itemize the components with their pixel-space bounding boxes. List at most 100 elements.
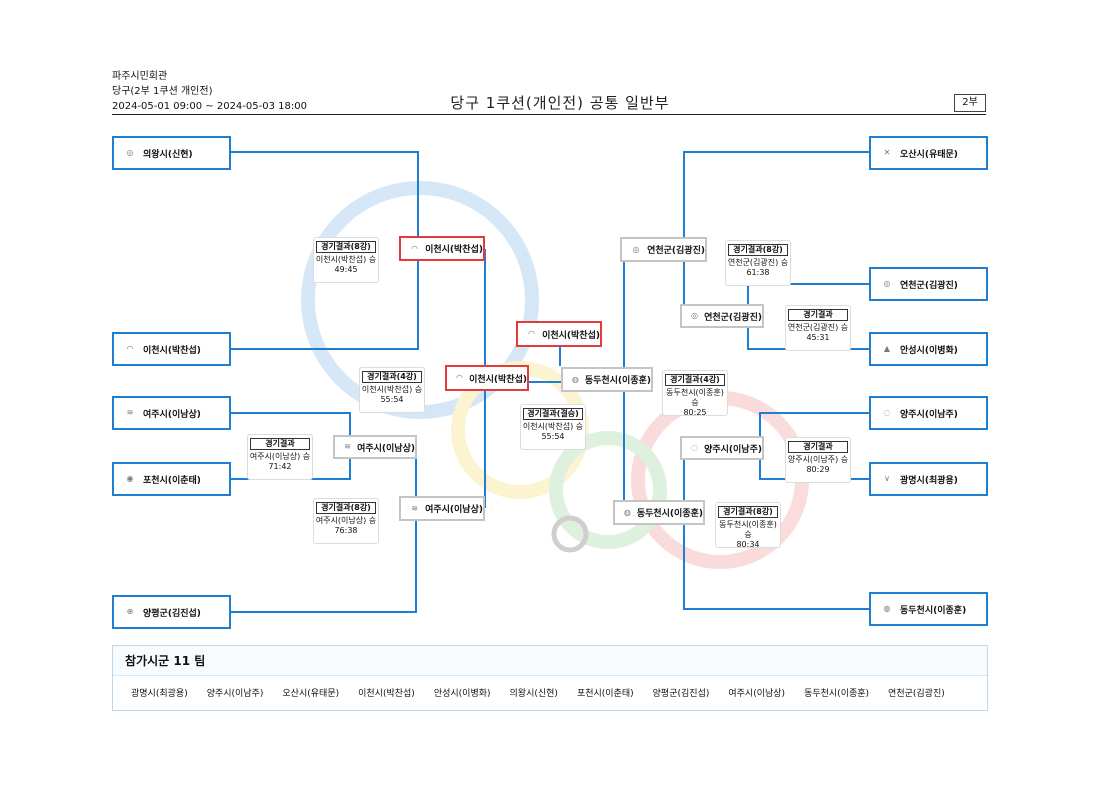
- participant-item: 연천군(김광진): [888, 689, 945, 699]
- result-score: 61:38: [746, 268, 770, 277]
- participant-item: 양평군(김진섭): [652, 689, 710, 699]
- team-box-uiwang[interactable]: ◎의왕시(신현): [112, 136, 231, 170]
- city-emblem-icon: ◎: [691, 311, 699, 320]
- watermark-ring: [551, 515, 589, 553]
- team-box-icheon[interactable]: ◠ 이천시(박찬섭): [112, 332, 231, 366]
- city-emblem-icon: ◠: [456, 373, 464, 382]
- city-emblem-icon: ≋: [344, 442, 351, 451]
- city-emblem-icon: ≋: [126, 408, 134, 417]
- city-emblem-icon: ⊕: [126, 607, 134, 616]
- result-label: 경기결과(8강): [316, 241, 376, 253]
- venue-name: 파주시민회관: [112, 71, 168, 82]
- result-winner: 양주시(이남주) 승: [787, 455, 849, 464]
- participant-item: 이천시(박찬섭): [358, 689, 415, 699]
- team-box-yeoncheon[interactable]: ◎ 연천군(김광진): [869, 267, 988, 301]
- team-name: 여주시(이남상): [425, 505, 483, 515]
- page-title: 당구 1쿠션(개인전) 공통 일반부: [450, 94, 670, 112]
- r8-box-yeoju[interactable]: ≋여주시(이남상): [399, 496, 485, 521]
- team-name: 동두천시(이종훈): [900, 605, 967, 616]
- r16-box-yeoncheon[interactable]: ◎연천군(김광진): [680, 304, 764, 328]
- result-winner: 이천시(박찬섭) 승: [361, 385, 423, 394]
- result-score: 80:25: [683, 408, 707, 417]
- participant-item: 포천시(이춘태): [576, 689, 634, 699]
- result-label: 경기결과: [788, 441, 848, 453]
- team-name: 동두천시(이종훈): [636, 509, 703, 519]
- result-score: 49:45: [334, 265, 358, 274]
- result-score: 71:42: [268, 462, 292, 471]
- result-label: 경기결과(4강): [362, 371, 422, 383]
- participant-item: 안성시(이병화): [433, 689, 491, 699]
- semi-box-icheon[interactable]: ◠ 이천시(박찬섭): [445, 365, 529, 391]
- result-winner: 연천군(김광진) 승: [787, 323, 849, 332]
- result-winner: 이천시(박찬섭) 승: [315, 255, 377, 264]
- header-divider: [112, 114, 986, 115]
- team-box-dongducheon[interactable]: ◍ 동두천시(이종훈): [869, 592, 988, 626]
- city-emblem-icon: ◍: [571, 374, 579, 384]
- semi-box-dongducheon[interactable]: ◍ 동두천시(이종훈): [561, 367, 653, 392]
- city-emblem-icon: ◠: [411, 243, 419, 253]
- result-winner: 연천군(김광진) 승: [727, 258, 789, 267]
- result-winner: 동두천시(이종훈) 승: [719, 520, 777, 539]
- team-name: 양주시(이남주): [900, 409, 958, 420]
- team-name: 이천시(박찬섭): [469, 374, 527, 385]
- result-score: 55:54: [380, 395, 404, 404]
- result-label: 경기결과(4강): [665, 374, 725, 386]
- city-emblem-icon: ▲: [883, 344, 891, 353]
- participant-item: 여주시(이남상): [728, 689, 786, 699]
- result-label: 경기결과: [788, 309, 848, 321]
- event-period: 2024-05-01 09:00 ~ 2024-05-03 18:00: [112, 101, 307, 112]
- team-box-osan[interactable]: ✕오산시(유태문): [869, 136, 988, 170]
- r16-box-yeoju[interactable]: ≋ 여주시(이남상): [333, 435, 417, 459]
- city-emblem-icon: ◍: [883, 604, 891, 613]
- r8-box-icheon[interactable]: ◠이천시(박찬섭): [399, 236, 485, 261]
- result-score: 76:38: [334, 526, 358, 535]
- team-box-yangju[interactable]: ◌ 양주시(이남주): [869, 396, 988, 430]
- result-winner: 여주시(이남상) 승: [249, 452, 311, 461]
- team-name: 연천군(김광진): [900, 280, 958, 291]
- result-score: 80:29: [806, 465, 830, 474]
- result-label: 경기결과(8강): [718, 506, 778, 518]
- city-emblem-icon: ◠: [126, 344, 134, 353]
- team-box-gwangmyeong[interactable]: ∨ 광명시(최광용): [869, 462, 988, 496]
- team-name: 안성시(이병화): [900, 345, 958, 356]
- team-box-anseong[interactable]: ▲ 안성시(이병화): [869, 332, 988, 366]
- participant-item: 오산시(유태문): [282, 689, 340, 699]
- city-emblem-icon: ✕: [883, 148, 891, 157]
- team-box-pocheon[interactable]: ◉포천시(이춘태): [112, 462, 231, 496]
- team-name: 광명시(최광용): [900, 475, 958, 486]
- city-emblem-icon: ◎: [632, 244, 640, 254]
- result-label: 경기결과(결승): [523, 408, 583, 420]
- result-label: 경기결과(8강): [728, 244, 788, 256]
- r16-box-yangju[interactable]: ◌양주시(이남주): [680, 436, 764, 460]
- city-emblem-icon: ∨: [884, 474, 890, 483]
- r8-box-yeoncheon[interactable]: ◎연천군(김광진): [620, 237, 707, 262]
- team-name: 동두천시(이종훈): [584, 376, 651, 386]
- team-name: 의왕시(신현): [143, 149, 193, 160]
- city-emblem-icon: ◎: [883, 279, 891, 288]
- participant-item: 동두천시(이종훈): [804, 689, 870, 699]
- city-emblem-icon: ◌: [883, 408, 891, 417]
- team-box-yeoju[interactable]: ≋여주시(이남상): [112, 396, 231, 430]
- city-emblem-icon: ◠: [528, 329, 536, 338]
- r8-box-dongducheon[interactable]: ◍동두천시(이종훈): [613, 500, 705, 525]
- team-name: 이천시(박찬섭): [143, 345, 201, 356]
- city-emblem-icon: ◉: [126, 474, 134, 483]
- result-winner: 동두천시(이종훈) 승: [666, 388, 724, 407]
- event-name: 당구(2부 1쿠션 개인전): [112, 86, 213, 97]
- champion-box[interactable]: ◠ 이천시(박찬섭): [516, 321, 602, 347]
- participant-item: 양주시(이남주): [206, 689, 264, 699]
- team-name: 여주시(이남상): [357, 443, 415, 454]
- team-box-yangpyeong[interactable]: ⊕양평군(김진섭): [112, 595, 231, 629]
- division-badge: 2부: [954, 94, 986, 112]
- team-name: 이천시(박찬섭): [542, 330, 600, 341]
